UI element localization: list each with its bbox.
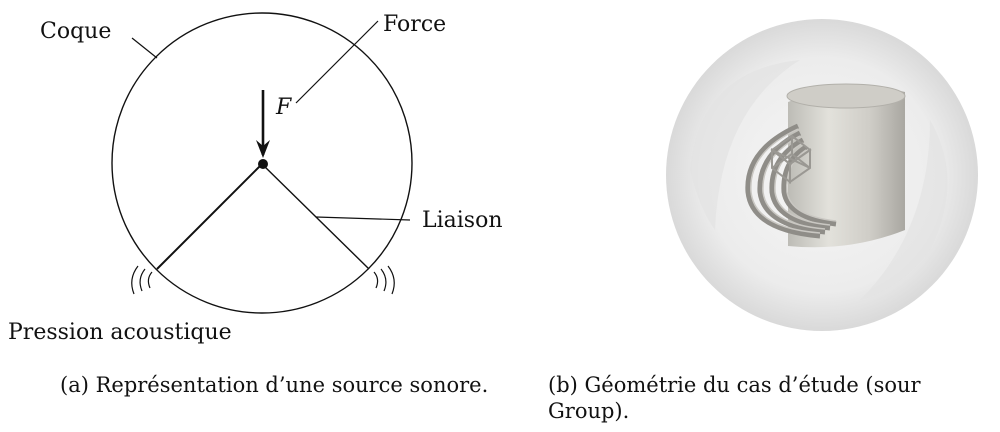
- force-label: Force: [383, 12, 446, 37]
- shell-leader: [131, 37, 158, 59]
- pressure-wave-right: [373, 265, 395, 295]
- sphere-inner-shade: [690, 60, 800, 230]
- force-leader: [295, 20, 379, 104]
- center-node: [258, 159, 268, 169]
- caption-b-line2: Group).: [548, 399, 629, 423]
- cylinder-rings-highlight: [750, 128, 837, 234]
- link-right-leg: [261, 163, 370, 270]
- shell-circle: [111, 12, 413, 314]
- study-case-geometry: [666, 19, 978, 331]
- sphere-inner-shade-right: [860, 120, 948, 300]
- cylinder-top-rim: [786, 83, 906, 109]
- cylinder-body: [788, 86, 905, 248]
- link-label: Liaison: [422, 208, 503, 233]
- pressure-label: Pression acoustique: [8, 320, 232, 345]
- pressure-wave-left: [131, 265, 153, 295]
- force-symbol: F: [275, 95, 292, 120]
- sound-source-diagram: Coque Force F Liaison Pression acoustiqu…: [8, 12, 503, 345]
- force-arrowhead: [256, 140, 270, 158]
- shell-label: Coque: [40, 19, 111, 44]
- caption-b-line1: (b) Géométrie du cas d’étude (sour: [548, 373, 922, 397]
- link-leader: [315, 216, 411, 221]
- link-left-leg: [156, 163, 263, 270]
- lattice-cube: [770, 134, 812, 185]
- caption-a: (a) Représentation d’une source sonore.: [60, 373, 488, 397]
- cylinder-rings: [745, 123, 837, 239]
